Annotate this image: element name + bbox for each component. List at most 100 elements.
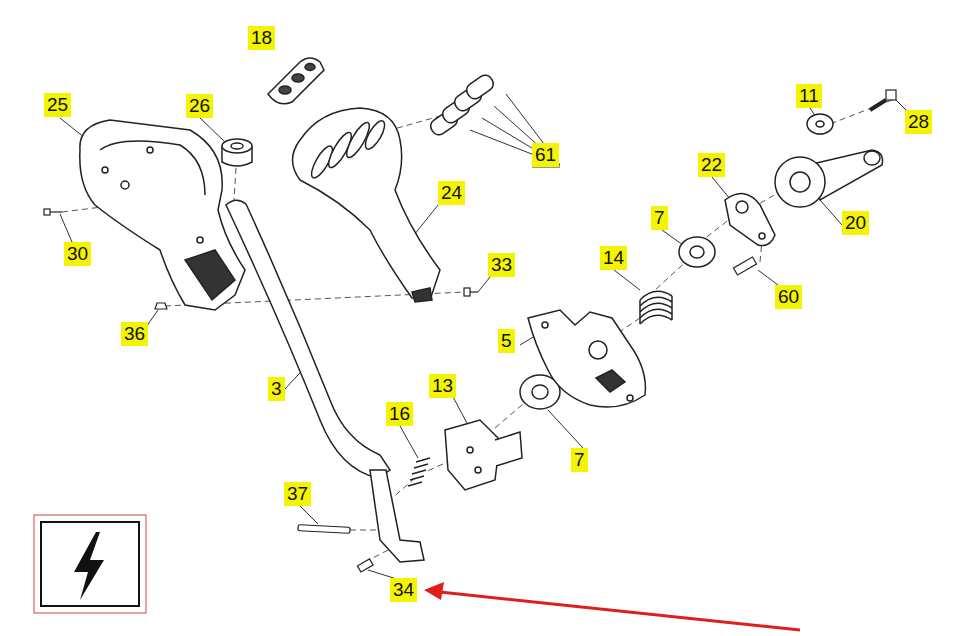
- callout-number: 37: [284, 482, 311, 506]
- callout-number: 30: [64, 242, 91, 266]
- leader-line: [452, 395, 468, 425]
- callout-number: 22: [698, 153, 725, 177]
- part-grip: [293, 108, 441, 302]
- callout-number: 60: [775, 285, 802, 309]
- part-housing-left: [100, 141, 205, 195]
- leader-line: [60, 214, 72, 242]
- leader-line: [478, 277, 490, 292]
- leader-line: [758, 270, 778, 285]
- part-washer: [679, 237, 715, 267]
- red-arrow: [440, 592, 800, 630]
- part-plate: [528, 310, 645, 407]
- lightning-symbol: [34, 515, 146, 613]
- part-plate-small: [759, 233, 765, 239]
- part-lever: [226, 200, 390, 478]
- part-plate: [596, 370, 625, 392]
- part-plate-small: [725, 194, 775, 246]
- leader-line: [614, 270, 640, 290]
- part-housing-left: [80, 120, 245, 310]
- part-plate: [589, 341, 607, 359]
- part-block: [445, 420, 522, 490]
- part-housing-left: [147, 147, 153, 153]
- lightning-symbol: [74, 532, 104, 600]
- part-lever: [226, 200, 424, 562]
- part-block: [475, 467, 481, 473]
- callout-number: 16: [386, 402, 413, 426]
- part-housing-left: [121, 181, 129, 189]
- part-pin: [298, 257, 757, 572]
- part-block: [467, 447, 473, 453]
- callout-number: 34: [390, 578, 417, 602]
- callout-number: 11: [796, 84, 822, 108]
- callout-number: 7: [571, 448, 588, 472]
- leader-line: [200, 118, 225, 142]
- leader-line: [548, 410, 583, 448]
- axis-line: [830, 100, 892, 124]
- leader-line: [300, 506, 318, 524]
- part-screw: [886, 90, 896, 100]
- red-arrow: [424, 582, 800, 630]
- part-plate: [627, 395, 633, 401]
- part-plate-small: [725, 194, 775, 246]
- callout-number: 20: [842, 211, 869, 235]
- part-spring: [640, 296, 672, 324]
- part-washer: [816, 121, 824, 127]
- callout-number: 33: [488, 253, 515, 277]
- lightning-symbol: [41, 522, 139, 606]
- part-housing-left: [197, 237, 203, 243]
- part-block: [445, 420, 500, 490]
- part-spring: [408, 458, 430, 486]
- part-keypad: [268, 58, 324, 104]
- part-pin: [357, 559, 373, 572]
- part-spring: [640, 291, 672, 324]
- axis-line: [390, 478, 415, 500]
- part-washer: [690, 246, 704, 258]
- callout-number: 7: [651, 206, 668, 230]
- lightning-symbol: [34, 515, 146, 613]
- callout-number: 28: [905, 110, 932, 134]
- callout-number: 25: [44, 93, 71, 117]
- callout-number: 26: [186, 94, 213, 118]
- part-plate: [542, 322, 548, 328]
- part-keypad: [279, 86, 291, 94]
- part-arm: [864, 151, 880, 165]
- part-screw: [155, 303, 167, 309]
- part-housing-left: [102, 167, 108, 173]
- part-arm: [775, 150, 883, 207]
- part-washer: [807, 114, 833, 134]
- part-grip: [412, 288, 432, 302]
- part-grip: [293, 108, 441, 300]
- callout-number: 13: [429, 374, 456, 398]
- part-pin: [733, 257, 756, 275]
- part-screw: [870, 100, 886, 110]
- callout-number: 36: [121, 322, 148, 346]
- part-screw: [464, 288, 470, 296]
- axis-line: [234, 168, 236, 200]
- callout-number: 3: [268, 377, 285, 401]
- part-keypad: [268, 58, 324, 104]
- part-washer: [532, 385, 548, 399]
- part-keypad: [305, 64, 315, 71]
- callout-number: 18: [248, 26, 275, 50]
- red-arrow: [424, 582, 444, 600]
- leader-line: [60, 94, 908, 580]
- part-screw: [470, 291, 478, 292]
- callout-number: 61: [532, 143, 559, 167]
- part-housing-left: [185, 250, 235, 300]
- callout-number: 24: [438, 181, 465, 205]
- callout-number: 5: [498, 329, 515, 353]
- part-pin: [298, 525, 350, 534]
- part-arm: [775, 157, 825, 207]
- part-grip: [362, 118, 388, 152]
- part-sleeve: [222, 139, 252, 153]
- callout-number: 14: [600, 246, 627, 270]
- part-plate-small: [736, 201, 748, 213]
- part-sleeve: [222, 139, 252, 166]
- part-keypad: [292, 74, 304, 82]
- part-washer: [520, 114, 833, 409]
- axis-line: [62, 100, 892, 562]
- part-buttons: [428, 72, 496, 137]
- part-buttons: [464, 72, 496, 101]
- part-block: [495, 432, 522, 466]
